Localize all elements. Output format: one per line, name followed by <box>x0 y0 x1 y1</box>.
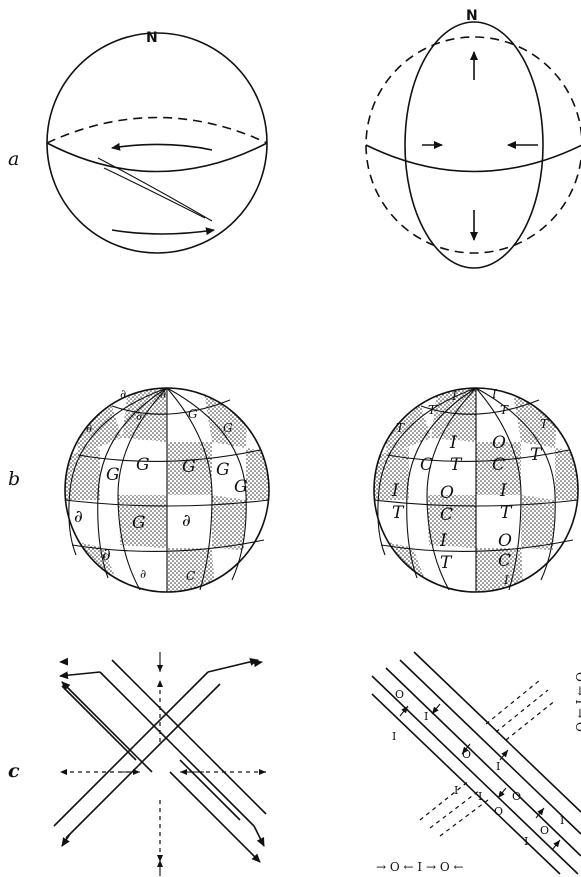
band-label-6: O <box>512 790 521 803</box>
cell-mu-3: C <box>492 455 505 475</box>
band-label-3: O <box>462 748 471 761</box>
cell-top-0: T <box>396 421 405 435</box>
cell-ml-3: T <box>392 503 405 523</box>
cell-mu-4: T <box>450 455 463 475</box>
cell-mu-5: T <box>530 445 543 465</box>
cell-ml-5: T <box>500 503 513 523</box>
svg-text:G: G <box>106 465 120 485</box>
cell-top-5: I <box>491 387 497 401</box>
svg-text:∂: ∂ <box>140 567 146 581</box>
right-axis-label: O → I → O <box>573 672 581 732</box>
cell-bt-3: C <box>498 551 511 571</box>
panel-b-left-sphere: ∂ ∂ G G G G G G ∂ G ∂ G ∂ C ∂ ∂ ∂ <box>60 385 275 595</box>
svg-text:∂: ∂ <box>120 387 126 401</box>
band-label-8: I <box>478 790 482 803</box>
svg-text:G: G <box>223 421 233 435</box>
svg-text:∂: ∂ <box>102 545 111 565</box>
panel-a-right-ellipsoid: N <box>366 8 581 268</box>
bottom-axis-label: → O ← I → O ← <box>376 860 464 874</box>
cell-bt-4: I <box>503 573 509 587</box>
panel-b-right-sphere: T T T T I I I C O C T T I O I T C T I O … <box>370 385 581 595</box>
svg-text:∂: ∂ <box>86 421 92 435</box>
cell-top-1: T <box>428 403 437 417</box>
svg-text:G: G <box>188 407 198 421</box>
row-label-b: b <box>8 468 20 490</box>
band-label-10: I <box>524 835 528 848</box>
cell-top-2: T <box>500 403 509 417</box>
svg-text:G: G <box>136 455 150 475</box>
svg-text:G: G <box>234 477 248 497</box>
svg-text:∂: ∂ <box>74 507 83 527</box>
cell-mu-0: I <box>449 433 457 453</box>
band-label-4: I <box>496 760 500 773</box>
cell-ml-4: C <box>440 505 453 525</box>
cell-top-4: I <box>451 389 457 403</box>
svg-text:G: G <box>182 457 196 477</box>
cell-mu-2: O <box>492 433 506 453</box>
band-label-11: I <box>560 814 564 827</box>
band-label-0: O <box>395 688 404 701</box>
svg-text:∂: ∂ <box>160 387 166 401</box>
cell-bt-1: O <box>498 531 512 551</box>
band-label-1: I <box>424 710 428 723</box>
svg-text:C: C <box>186 569 195 583</box>
svg-text:G: G <box>132 513 146 533</box>
svg-text:G: G <box>216 460 230 480</box>
panel-a-left-sphere: N <box>47 30 267 253</box>
svg-text:∂: ∂ <box>136 409 142 423</box>
band-label-2: I <box>392 730 396 743</box>
panel-c-right-bands: O I I O I I O O I O I I → O ← I → O ← O … <box>372 652 581 874</box>
svg-text:∂: ∂ <box>182 511 191 531</box>
panel-c-left-cross <box>54 652 266 876</box>
band-label-7: O <box>494 805 503 818</box>
cell-ml-0: I <box>391 481 399 501</box>
cell-ml-2: I <box>499 481 507 501</box>
cell-bt-0: I <box>439 531 447 551</box>
cell-mu-1: C <box>420 455 433 475</box>
row-label-a: a <box>8 148 19 170</box>
cell-ml-1: O <box>440 483 454 503</box>
band-label-9: O <box>540 824 549 837</box>
cell-bt-2: T <box>440 553 453 573</box>
band-label-5: I <box>454 784 458 797</box>
cell-top-3: T <box>540 417 549 431</box>
row-label-c: c <box>8 760 20 782</box>
